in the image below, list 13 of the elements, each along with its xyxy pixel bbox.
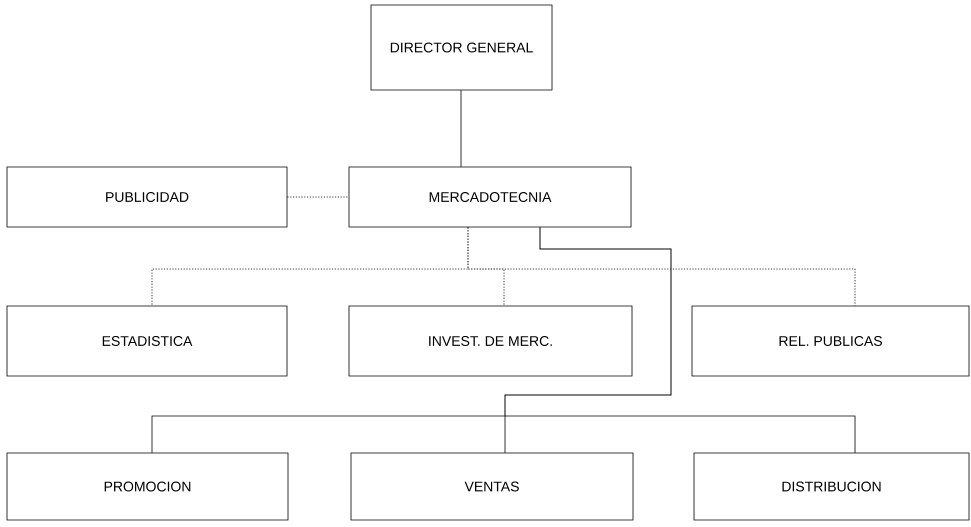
org-box: INVEST. DE MERC. [348,306,632,376]
org-box: DIRECTOR GENERAL [370,4,552,90]
org-box: PUBLICIDAD [6,166,288,228]
org-box: REL. PUBLICAS [692,306,970,376]
org-box: PROMOCION [6,452,288,520]
org-box: MERCADOTECNIA [348,166,632,228]
connector-line [287,196,349,198]
org-box: DISTRIBUCION [694,452,970,520]
connector-line [460,90,462,167]
org-box: ESTADISTICA [6,306,288,376]
connector-line [504,227,856,453]
org-box: VENTAS [350,452,634,520]
connector-line [468,227,856,306]
